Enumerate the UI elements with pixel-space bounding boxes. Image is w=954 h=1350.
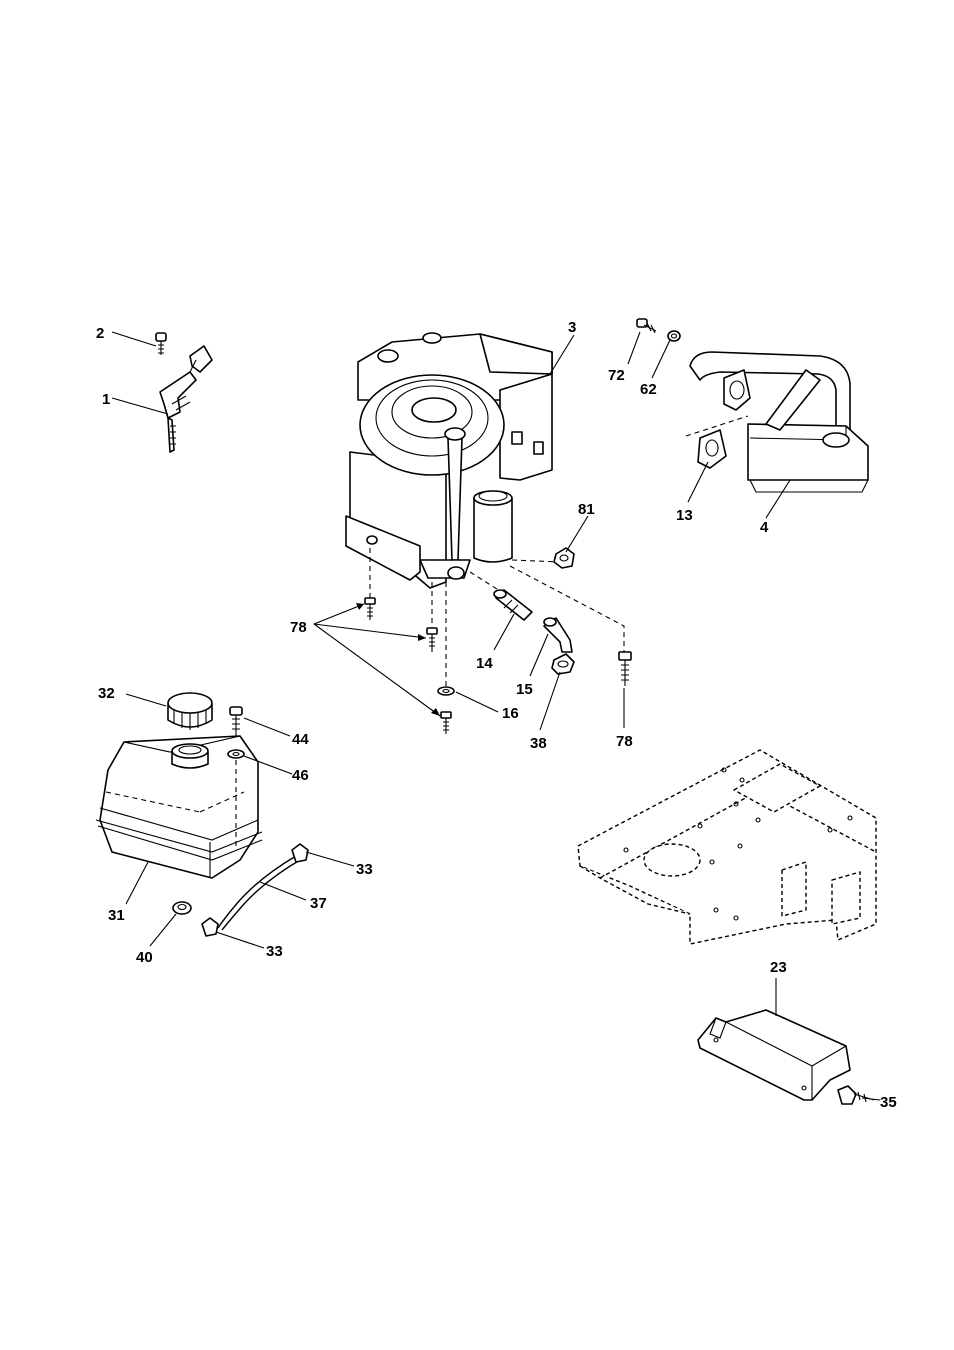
leader-line xyxy=(150,914,176,946)
callout-78-left: 78 xyxy=(290,619,307,636)
callout-31: 31 xyxy=(108,907,125,924)
throttle-control-part xyxy=(160,346,212,452)
callout-33-upper: 33 xyxy=(356,861,373,878)
engine-bolt-part xyxy=(427,628,437,652)
shield-screw-part xyxy=(838,1086,874,1104)
callout-13: 13 xyxy=(676,507,693,524)
muffler-bolt-part xyxy=(637,319,656,333)
callout-81: 81 xyxy=(578,501,595,518)
chassis-frame-outline xyxy=(578,750,876,944)
hose-clamp-part xyxy=(292,844,308,862)
leader-line xyxy=(530,634,548,676)
leader-line xyxy=(550,335,574,374)
callout-32: 32 xyxy=(98,685,115,702)
nut-part xyxy=(554,548,574,568)
leader-line xyxy=(314,604,364,624)
throttle-screw-part xyxy=(156,333,166,355)
leader-line xyxy=(306,852,354,866)
muffler-part xyxy=(690,352,868,492)
leader-line xyxy=(112,332,156,346)
heat-shield-part xyxy=(698,1010,850,1100)
callout-37: 37 xyxy=(310,895,327,912)
leader-line xyxy=(628,332,640,364)
tank-bolt-part xyxy=(230,707,242,736)
engine-bolt-part xyxy=(365,598,375,620)
callout-46: 46 xyxy=(292,767,309,784)
callout-3: 3 xyxy=(568,319,576,336)
leader-line xyxy=(216,932,264,948)
callout-4: 4 xyxy=(760,519,769,536)
callout-2: 2 xyxy=(96,325,104,342)
engine-bolt-part xyxy=(619,652,631,686)
callout-1: 1 xyxy=(102,391,110,408)
callout-33-lower: 33 xyxy=(266,943,283,960)
leader-line xyxy=(652,340,670,378)
callout-62: 62 xyxy=(640,381,657,398)
leader-line xyxy=(112,398,168,414)
leader-line xyxy=(688,462,708,502)
gasket-part xyxy=(698,430,726,468)
drain-cap-part xyxy=(552,654,574,674)
leader-line xyxy=(766,480,790,518)
callout-78-right: 78 xyxy=(616,733,633,750)
callout-40: 40 xyxy=(136,949,153,966)
elbow-fitting-part xyxy=(544,618,572,652)
lock-washer-part xyxy=(668,331,680,341)
callout-14: 14 xyxy=(476,655,493,672)
engine-bolt-part xyxy=(441,712,451,734)
hose-clamp-part xyxy=(202,918,218,936)
callout-35: 35 xyxy=(880,1094,897,1111)
leader-line xyxy=(566,516,588,552)
fuel-cap-part xyxy=(168,693,212,730)
callout-72: 72 xyxy=(608,367,625,384)
engine-part xyxy=(346,333,552,588)
leader-line xyxy=(244,718,290,736)
leader-line xyxy=(260,882,306,900)
grommet-part xyxy=(173,902,191,914)
callout-44: 44 xyxy=(292,731,309,748)
leader-line xyxy=(126,694,166,706)
washer-part xyxy=(438,687,454,695)
leader-line xyxy=(126,862,148,904)
tank-washer-part xyxy=(228,750,244,758)
callout-16: 16 xyxy=(502,705,519,722)
leader-line xyxy=(540,672,560,730)
callout-38: 38 xyxy=(530,735,547,752)
leader-line xyxy=(494,614,514,650)
leader-line xyxy=(456,692,498,712)
callout-23: 23 xyxy=(770,959,787,976)
exhaust-gasket-flange-part xyxy=(724,370,750,410)
callout-15: 15 xyxy=(516,681,533,698)
